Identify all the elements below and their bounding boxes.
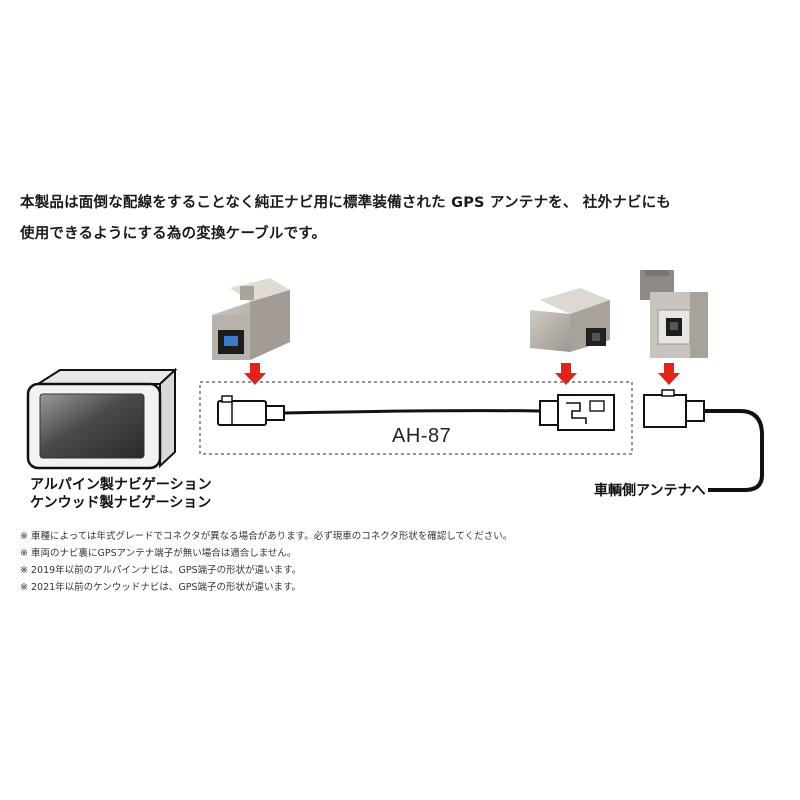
- ah87-cable: [217, 394, 615, 431]
- antenna-connector-photo: [640, 270, 708, 358]
- vehicle-antenna-cable: [643, 389, 764, 492]
- navi-label: アルパイン製ナビゲーション ケンウッド製ナビゲーション: [30, 476, 212, 512]
- arrow-2-icon: [555, 363, 577, 385]
- model-name: AH-87: [392, 425, 452, 447]
- arrow-3-icon: [658, 363, 680, 385]
- intro-line-1: 本製品は面倒な配線をすることなく純正ナビ用に標準装備された GPS アンテナを、…: [20, 195, 671, 211]
- intro-line-2: 使用できるようにする為の変換ケーブルです。: [20, 226, 327, 242]
- cable-connector-photo: [530, 288, 610, 352]
- note-item: ※ 2021年以前のケンウッドナビは、GPS端子の形状が違います。: [20, 582, 302, 593]
- antenna-label: 車輌側アンテナへ: [594, 483, 706, 499]
- navi-label-alpine: アルパイン製ナビゲーション: [30, 477, 212, 493]
- product-boundary: [199, 381, 633, 455]
- intro-text: 本製品は面倒な配線をすることなく純正ナビ用に標準装備された GPS アンテナを、…: [20, 188, 780, 250]
- connection-diagram: [26, 270, 764, 492]
- arrow-1-icon: [244, 363, 266, 385]
- notes-list: ※ 車種によっては年式グレードでコネクタが異なる場合があります。必ず現車のコネク…: [20, 528, 512, 596]
- navi-label-kenwood: ケンウッド製ナビゲーション: [30, 495, 212, 511]
- note-item: ※ 2019年以前のアルパインナビは、GPS端子の形状が違います。: [20, 565, 302, 576]
- navi-connector-photo: [212, 278, 290, 360]
- note-item: ※ 車両のナビ裏にGPSアンテナ端子が無い場合は適合しません。: [20, 548, 297, 559]
- note-item: ※ 車種によっては年式グレードでコネクタが異なる場合があります。必ず現車のコネク…: [20, 531, 513, 542]
- navigation-unit-illustration: [26, 367, 178, 470]
